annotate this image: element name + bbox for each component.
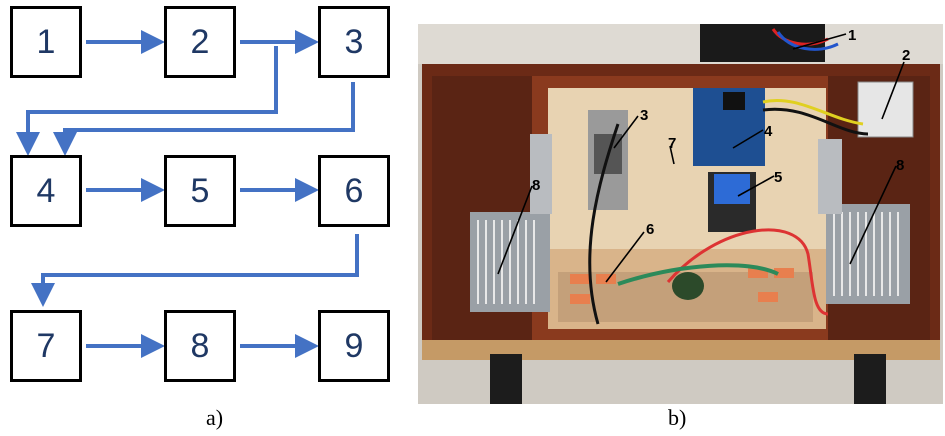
block-5-label: 5 [190,171,210,210]
callout-5: 5 [774,169,782,186]
block-1: 1 [10,6,82,78]
block-7: 7 [10,310,82,382]
device-photo-drawing: 1 2 3 7 4 5 6 8 8 [418,24,943,404]
block-7-label: 7 [36,326,56,365]
block-6: 6 [318,155,390,227]
block-diagram: 1 2 3 4 5 6 7 8 9 a) [0,0,420,436]
callout-7: 7 [668,135,676,152]
callout-8-left: 8 [532,177,540,194]
caption-b: b) [668,405,687,430]
block-3-label: 3 [344,22,364,61]
block-5: 5 [164,155,236,227]
block-2: 2 [164,6,236,78]
arrow-2-4 [16,46,278,156]
block-9: 9 [318,310,390,382]
arrow-3-4 [53,82,355,156]
block-6-label: 6 [344,171,364,210]
callout-2: 2 [902,47,910,64]
block-4: 4 [10,155,82,227]
block-8-label: 8 [190,326,210,365]
block-2-label: 2 [190,22,210,61]
callout-6: 6 [646,221,654,238]
connector-arrows [16,30,359,358]
callout-8-right: 8 [896,157,904,174]
right-heatsink [818,139,910,304]
callout-3: 3 [640,107,648,124]
caption-a: a) [206,405,224,430]
block-8: 8 [164,310,236,382]
device-photo: 1 2 3 7 4 5 6 8 8 [418,24,943,404]
callout-1: 1 [848,27,856,44]
block-1-label: 1 [36,22,56,61]
callout-4: 4 [764,123,773,140]
block-9-label: 9 [344,326,364,365]
left-heatsink [470,134,552,312]
block-4-label: 4 [36,171,56,210]
arrow-6-7 [31,234,359,307]
block-3: 3 [318,6,390,78]
